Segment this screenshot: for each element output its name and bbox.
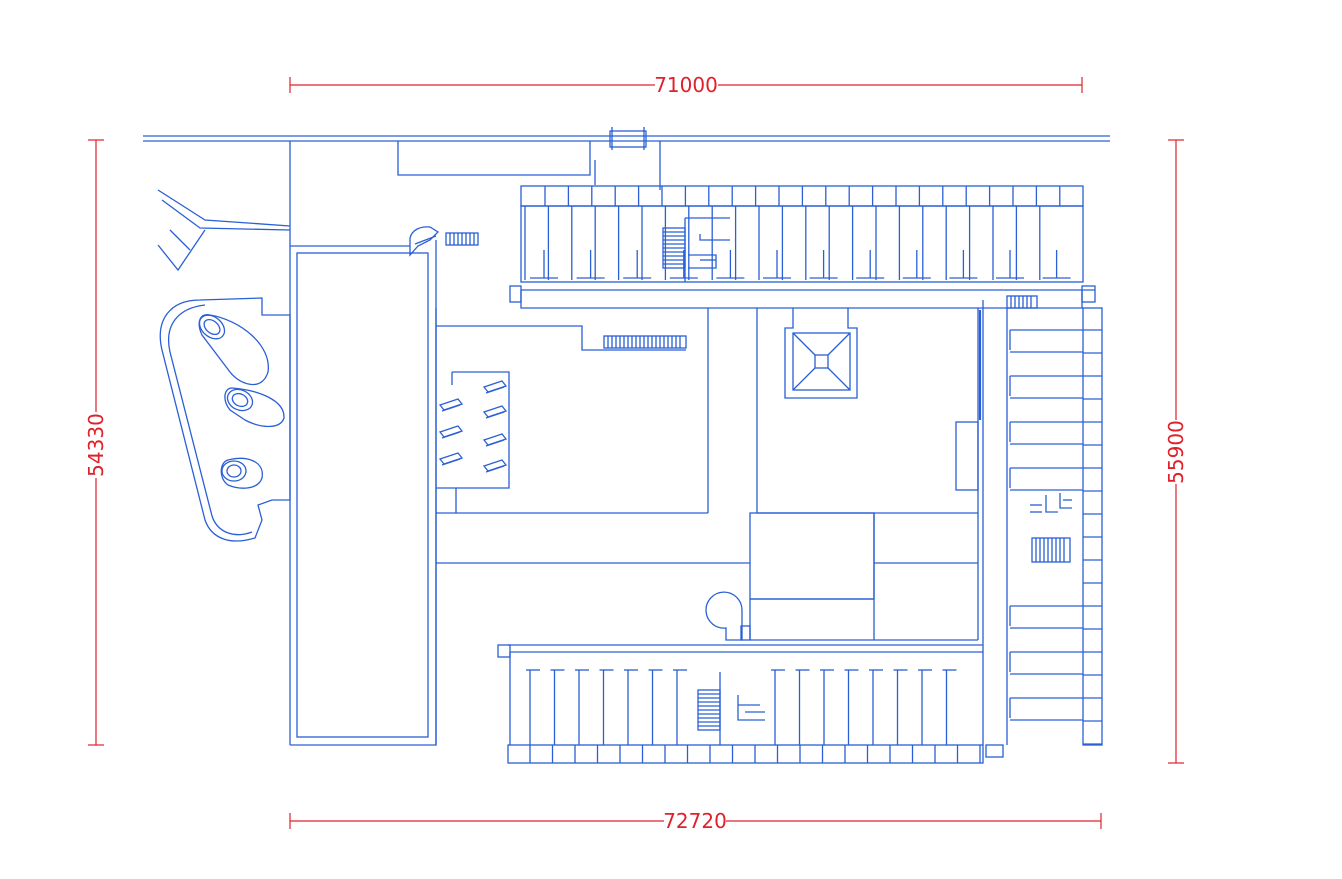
dimension-bottom: 72720: [289, 809, 1102, 833]
east-stair-top-treads: [1010, 296, 1032, 308]
dimension-left-label: 54330: [84, 413, 108, 477]
south-wing-cells: [526, 669, 981, 763]
site-road: [143, 127, 1110, 190]
central-stair-treads: [607, 336, 681, 348]
lower-rooms: [705, 512, 978, 641]
landscape-curve: [159, 297, 291, 542]
east-wing-cells: [1009, 329, 1102, 745]
dimension-right: 55900: [1164, 139, 1188, 764]
north-wing: [509, 185, 1096, 309]
equipment-room: [436, 371, 510, 513]
north-stair: [662, 217, 730, 282]
dimension-top-label: 71000: [654, 73, 718, 97]
entrance-stair-treads: [449, 233, 475, 245]
south-wing: [497, 644, 984, 764]
dimension-top: 71000: [289, 73, 1083, 97]
north-wing-cells: [524, 186, 1071, 280]
dimension-right-label: 55900: [1164, 420, 1188, 484]
dimension-left: 54330: [84, 139, 108, 746]
east-stair: [1030, 493, 1072, 563]
entrance-canopy: [409, 226, 479, 257]
site-boundary: [157, 141, 596, 746]
long-basin: [296, 252, 429, 738]
dimension-bottom-label: 72720: [663, 809, 727, 833]
atrium: [756, 308, 979, 640]
east-wing: [977, 295, 1103, 758]
south-stair: [697, 672, 765, 745]
central-hall: [435, 308, 750, 745]
